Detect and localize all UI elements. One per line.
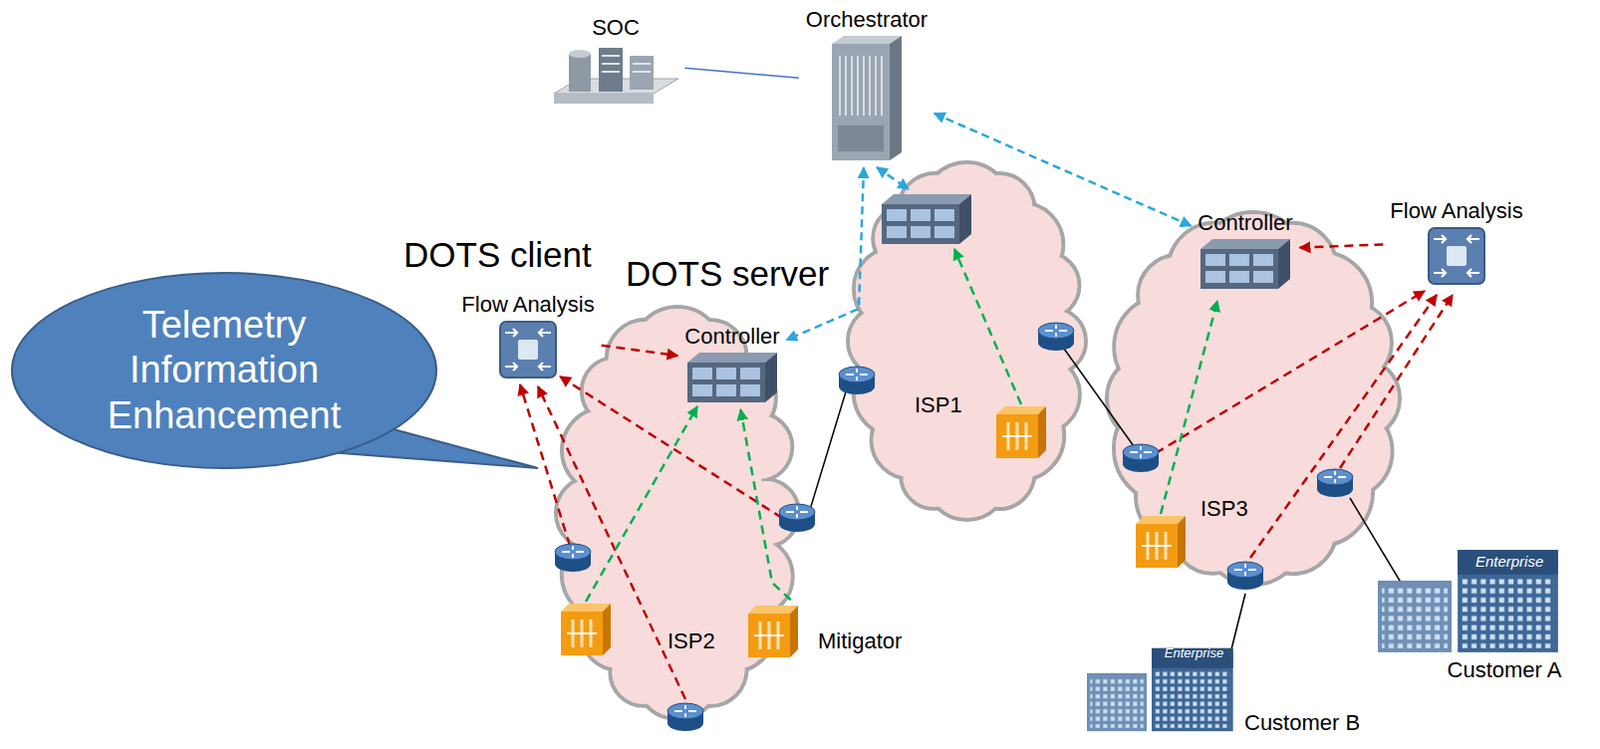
telemetry-arrow [559,376,783,519]
connector [1300,244,1384,248]
customer-building-icon [1086,648,1234,732]
node-label: SOC [591,14,640,40]
link-lines [808,348,1403,666]
node-label: Orchestrator [805,6,928,32]
flow-analysis-icon [499,320,557,379]
isp-cloud: ISP1 [844,159,1089,524]
telemetry-arrow [537,386,686,700]
controller: Controller [1194,207,1296,292]
mitigator-icon [748,605,799,658]
mitigator-icon [996,406,1047,459]
node-label: Controller [684,323,780,349]
orchestrator-icon [831,35,902,161]
controller: Controller [681,320,783,406]
controller-icon [687,352,778,403]
router-icon [1038,322,1074,351]
orchestrator: Orchestrator [802,3,931,164]
control-arrow [876,167,909,190]
telemetry-arrow [520,384,570,546]
flow-analysis-icon [1427,227,1486,285]
mitigation-arrow [954,249,1022,405]
telemetry-arrow [1250,294,1437,558]
controller-icon [687,352,778,403]
flow-analysis-icon [1428,228,1485,284]
node-label: Mitigator [817,628,902,654]
connector [740,409,791,600]
mitigator-icon [560,603,611,656]
flow-analysis-icon [500,321,556,378]
controller-icon [687,352,778,403]
flow-analysis: Flow Analysis [1386,195,1526,288]
connector [786,167,864,340]
telemetry-arrows [520,290,1453,700]
soc-server-icon [553,47,679,104]
link-line [1227,593,1246,666]
node-label: ISP1 [914,392,963,418]
mitigation-arrow [585,406,698,602]
callout-bubble: Telemetry Information Enhancement [9,270,439,471]
connector [684,67,799,78]
controller-icon [1200,239,1291,289]
cloud-fill [882,197,1051,485]
node-label: Controller [1197,210,1293,236]
router-icon [838,366,875,395]
router-icon [1122,444,1159,473]
link-line [1349,498,1403,586]
role-label: DOTS client [403,235,592,275]
telemetry-arrow [1155,290,1425,454]
router-icon [1227,561,1264,590]
mitigator-icon [748,605,799,658]
connector [934,113,1192,227]
building-sign: Enterprise [1461,549,1559,573]
telemetry-arrow [1339,294,1453,469]
soc-server-icon [553,43,679,109]
connector [601,345,679,356]
router-icon [779,504,815,533]
cloud-shape [844,159,1089,524]
customer-building: EnterpriseCustomer B [1083,639,1363,741]
mitigation-arrow [1160,300,1218,515]
node-label: Flow Analysis [1389,198,1523,224]
customer-building: EnterpriseCustomer A [1374,545,1566,686]
customer-building-icon: Enterprise [1377,548,1563,654]
node-label: Customer B [1244,710,1360,736]
router-icon [667,703,704,732]
node-label: ISP2 [667,628,716,654]
controller-icon [1200,239,1291,289]
cloud-fill [591,342,764,684]
node-label: Telemetry Information Enhancement [84,302,364,440]
mitigator-icon [748,605,799,658]
flow-analysis-icon [499,320,557,379]
router-icon [554,543,591,572]
controller-icon [881,194,972,245]
callout-bubble [11,272,437,469]
orchestrator-icon [831,35,902,161]
node-label: ISP3 [1200,496,1249,522]
link-line [808,388,847,514]
node-label: Customer A [1447,657,1563,683]
mitigator-icon [1135,516,1186,568]
building-sign: Enterprise [1155,643,1234,665]
controller-icon [1200,239,1291,289]
mitigator: Mitigator [745,602,905,661]
customer-building-icon [1377,549,1559,653]
mitigation-arrows [585,249,1218,602]
router-icon [1317,469,1353,498]
flow-analysis-icon [1427,227,1486,285]
link-line [1064,348,1134,447]
flow-analysis: Flow Analysis [458,288,597,382]
soc-server-icon [553,43,679,109]
customer-building-icon: Enterprise [1086,642,1237,738]
orchestrator-icon [831,35,902,161]
node-label: Flow Analysis [461,291,594,317]
cloud-fill [1149,255,1357,542]
soc-server: SOC [550,11,682,112]
role-label: DOTS server [625,254,829,294]
